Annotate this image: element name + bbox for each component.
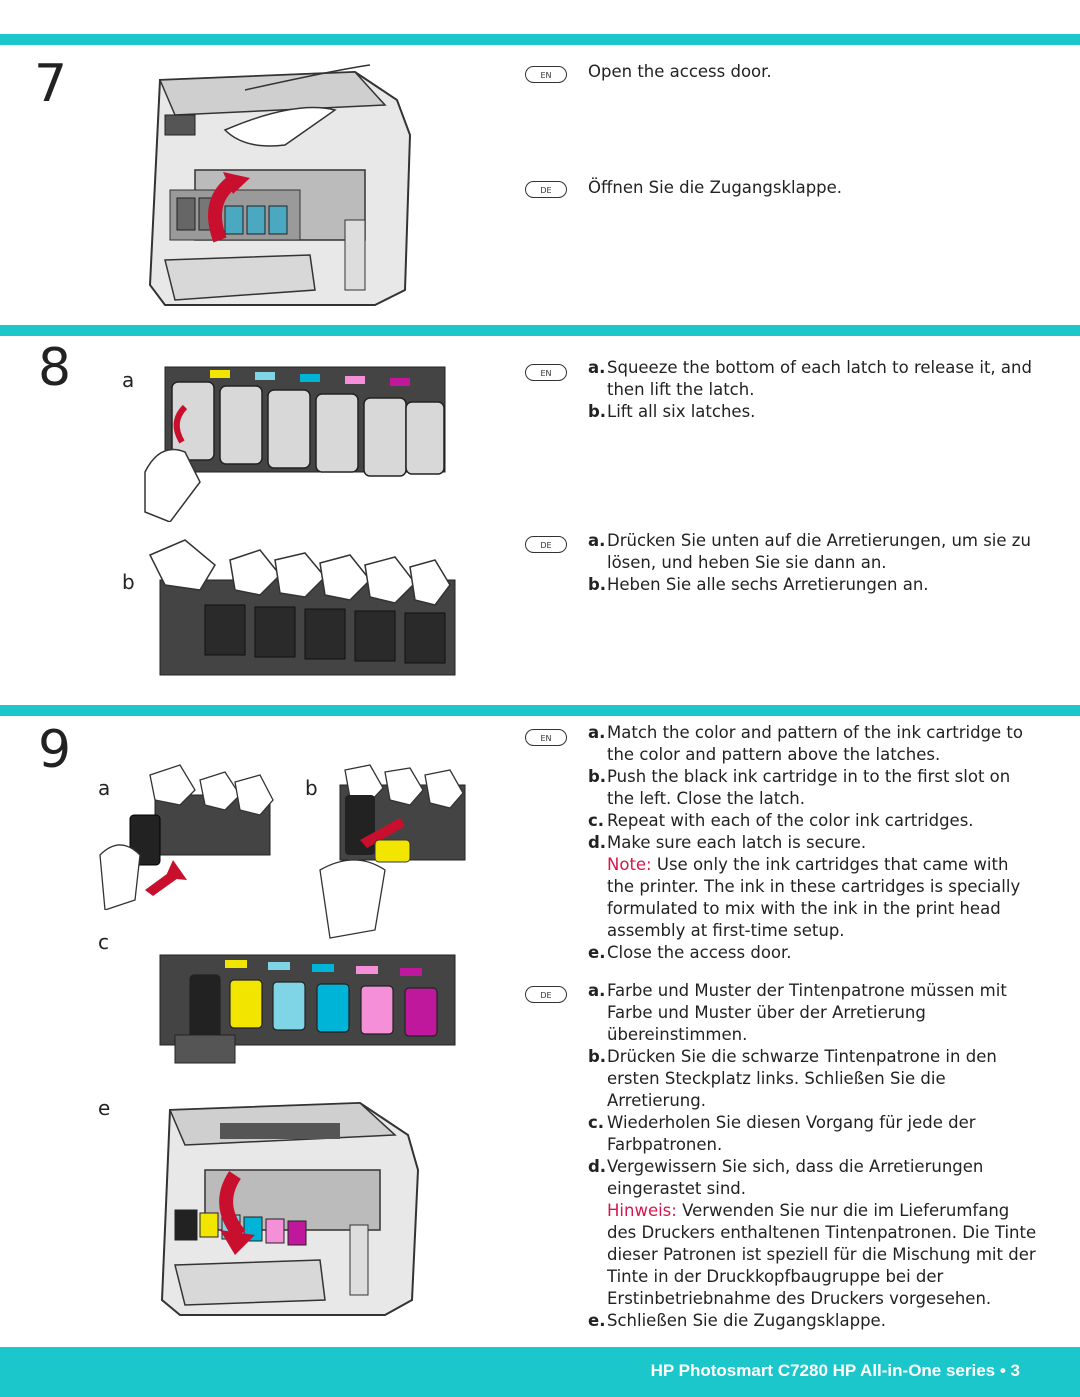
lang-badge-en: EN <box>525 66 567 83</box>
latches-lifted-illustration <box>148 539 456 676</box>
note-block: Hinweis: Verwenden Sie nur die im Liefer… <box>607 1201 1037 1308</box>
instruction-item: e.Close the access door. <box>588 943 792 962</box>
instruction-item: b.Lift all six latches. <box>588 402 756 421</box>
section-divider-9 <box>0 705 1080 716</box>
latch-release-illustration <box>144 366 446 522</box>
step-7-number: 7 <box>34 54 68 114</box>
ink-cartridges <box>189 974 438 1038</box>
instruction-item: c.Wiederholen Sie diesen Vorgang für jed… <box>588 1113 976 1154</box>
instruction-item: b.Drücken Sie die schwarze Tintenpatrone… <box>588 1047 997 1110</box>
step-8-label-a: a <box>122 368 135 392</box>
instruction-item: a.Match the color and pattern of the ink… <box>588 723 1023 764</box>
instruction-item: d.Vergewissern Sie sich, dass die Arreti… <box>588 1157 984 1198</box>
step-9-de-text: a.Farbe und Muster der Tintenpatrone müs… <box>588 980 1038 1332</box>
footer-bar: HP Photosmart C7280 HP All-in-One series… <box>0 1347 1080 1397</box>
note-label: Note: <box>607 855 652 874</box>
printer-close-door-illustration <box>160 1101 420 1316</box>
note-block: Note: Use only the ink cartridges that c… <box>607 855 1021 940</box>
step-8-label-b: b <box>122 570 135 594</box>
instruction-item: b.Push the black ink cartridge in to the… <box>588 767 1011 808</box>
step-9-label-b: b <box>305 776 318 800</box>
lang-badge-de: DE <box>525 986 567 1003</box>
instruction-item: a.Drücken Sie unten auf die Arretierunge… <box>588 531 1031 572</box>
instruction-item: d.Make sure each latch is secure. <box>588 833 867 852</box>
note-label: Hinweis: <box>607 1201 677 1220</box>
instruction-item: a.Farbe und Muster der Tintenpatrone müs… <box>588 981 1007 1044</box>
section-divider-top <box>0 34 1080 45</box>
lang-badge-en: EN <box>525 729 567 746</box>
footer-title: HP Photosmart C7280 HP All-in-One series… <box>650 1361 1020 1380</box>
lang-badge-de: DE <box>525 181 567 198</box>
step-9-en-text: a.Match the color and pattern of the ink… <box>588 722 1038 964</box>
lang-badge-de: DE <box>525 536 567 553</box>
lang-badge-en: EN <box>525 364 567 381</box>
step-9-label-a: a <box>98 776 111 800</box>
step-8-de-text: a.Drücken Sie unten auf die Arretierunge… <box>588 530 1038 596</box>
step-9-label-c: c <box>98 930 109 954</box>
step-9-number: 9 <box>38 720 72 780</box>
step-8-number: 8 <box>38 338 72 398</box>
instruction-item: c.Repeat with each of the color ink cart… <box>588 811 974 830</box>
step-8-en-text: a.Squeeze the bottom of each latch to re… <box>588 357 1038 423</box>
instruction-item: b.Heben Sie alle sechs Arretierungen an. <box>588 575 929 594</box>
step-9-label-e: e <box>98 1096 111 1120</box>
insert-color-cartridge-illustration <box>319 764 466 939</box>
step-7-de-text: Öffnen Sie die Zugangsklappe. <box>588 178 843 197</box>
step-7-en-text: Open the access door. <box>588 62 772 81</box>
section-divider-8 <box>0 325 1080 336</box>
cartridges-installed-illustration <box>159 954 456 1064</box>
printer-open-door-illustration <box>148 64 412 306</box>
insert-black-cartridge-illustration <box>99 764 274 910</box>
instruction-item: e.Schließen Sie die Zugangsklappe. <box>588 1311 886 1330</box>
instruction-item: a.Squeeze the bottom of each latch to re… <box>588 358 1032 399</box>
